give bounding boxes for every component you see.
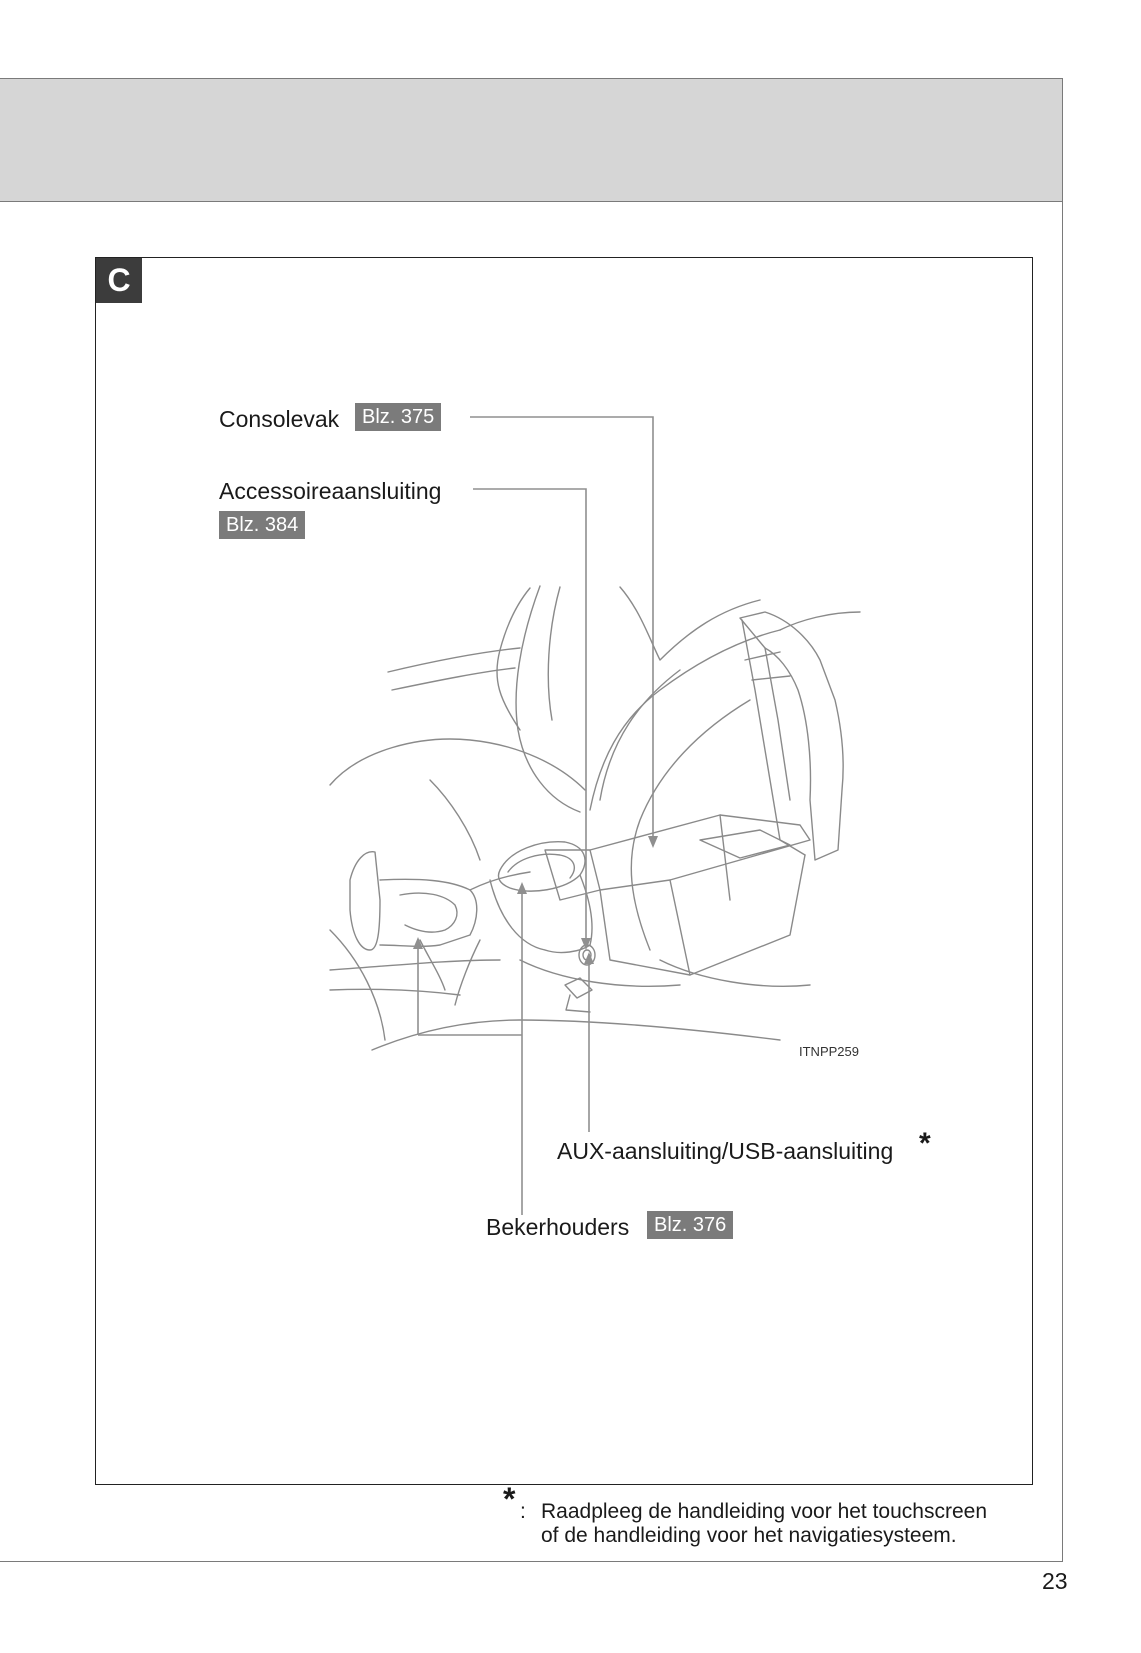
footnote-text: Raadpleeg de handleiding voor het touchs… (541, 1500, 987, 1548)
footnote-line-2: of de handleiding voor het navigatiesyst… (541, 1524, 957, 1547)
figure-code: ITNPP259 (799, 1044, 859, 1059)
footnote-separator: : (520, 1500, 526, 1523)
footnote-line-1: Raadpleeg de handleiding voor het touchs… (541, 1500, 987, 1523)
console-box-label: Consolevak (219, 406, 340, 432)
page-number: 23 (1042, 1568, 1068, 1594)
header-band (0, 78, 1063, 202)
aux-usb-label: AUX-aansluiting/USB-aansluiting (557, 1138, 894, 1164)
cup-holders-label: Bekerhouders (486, 1214, 630, 1240)
figure-frame (95, 257, 1033, 1485)
footnote-mark: * (503, 1481, 516, 1517)
section-badge: C (96, 258, 142, 303)
accessory-socket-page-ref[interactable]: Blz. 384 (219, 511, 306, 539)
cup-holders-page-ref[interactable]: Blz. 376 (647, 1211, 734, 1239)
bottom-margin-rule (0, 1561, 1063, 1562)
accessory-socket-label: Accessoireaansluiting (219, 478, 442, 504)
right-margin-rule (1062, 202, 1063, 1562)
console-box-page-ref[interactable]: Blz. 375 (355, 403, 442, 431)
aux-usb-footnote-mark: * (919, 1127, 931, 1160)
